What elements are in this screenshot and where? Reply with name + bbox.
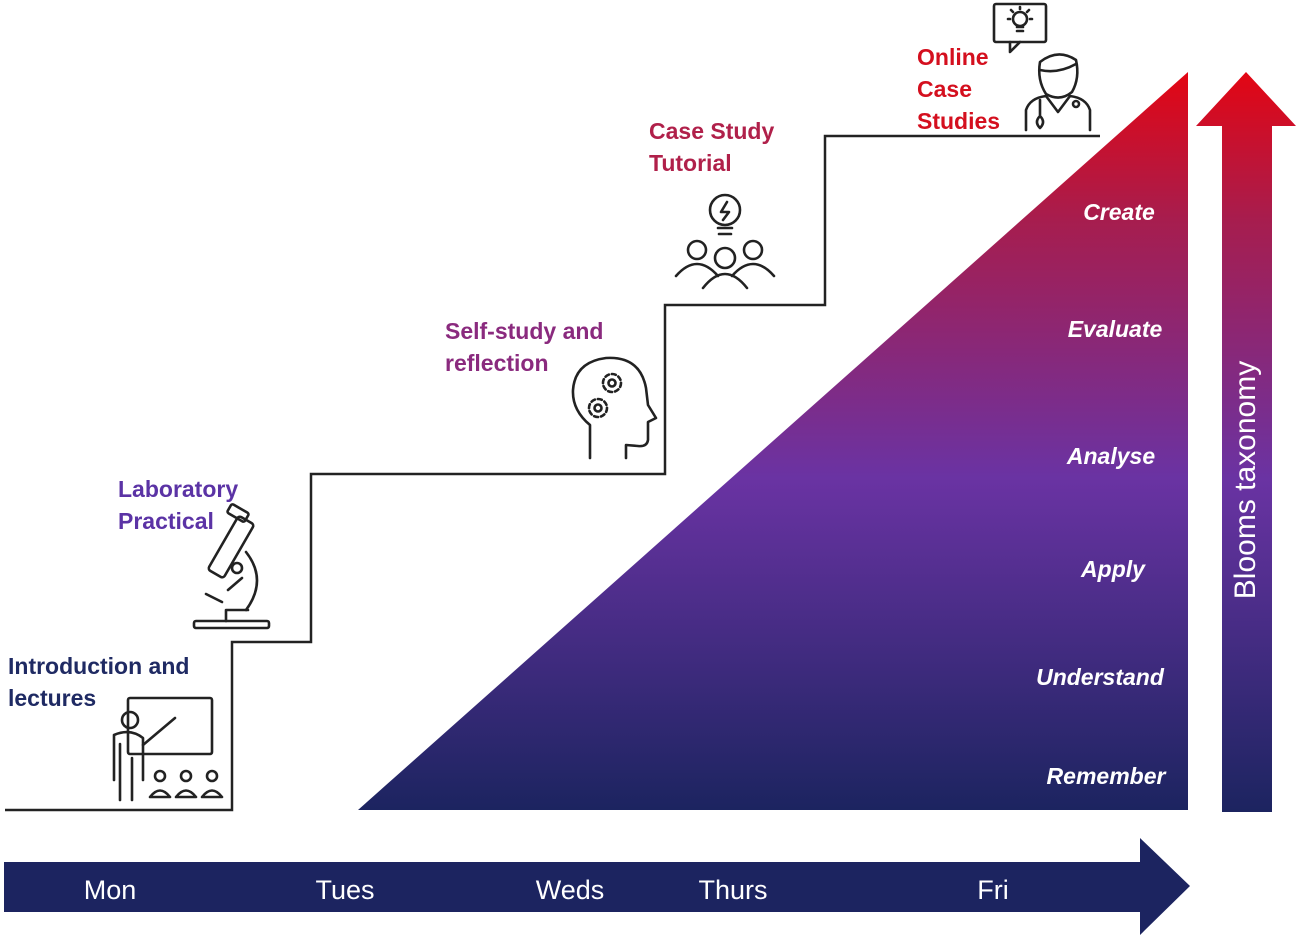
day-label-mon: Mon [83,875,137,905]
bloom-triangle [358,72,1188,810]
microscope-icon [192,503,271,630]
step-label-laboratory: Laboratory Practical [118,476,239,534]
bloom-level-create: Create [1083,199,1155,225]
bloom-level-analyse: Analyse [1066,443,1156,469]
day-label-fri: Fri [977,875,1009,905]
group-lightbulb-icon [674,193,776,290]
bloom-level-evaluate: Evaluate [1067,316,1163,342]
day-label-weds: Weds [535,875,605,905]
doctor-idea-icon [992,2,1092,132]
day-label-tues: Tues [315,875,375,905]
bloom-taxonomy-arrow [1196,72,1296,812]
step-label-introduction: Introduction and lectures [8,653,190,711]
step-label-case-study-tutorial: Case Study Tutorial [649,118,775,176]
timeline-arrow [4,838,1190,935]
teacher-presentation-icon [112,696,224,802]
bloom-level-understand: Understand [1036,664,1164,690]
bloom-axis-label: Blooms taxonomy [1229,360,1262,600]
bloom-level-apply: Apply [1081,556,1145,582]
day-label-thurs: Thurs [698,875,768,905]
bloom-level-remember: Remember [1046,763,1166,789]
staircase-line [5,134,1100,812]
step-label-online-case-studies: Online Case Studies [917,44,1001,134]
head-gears-icon [571,356,658,460]
step-label-self-study: Self-study and reflection [445,318,604,376]
